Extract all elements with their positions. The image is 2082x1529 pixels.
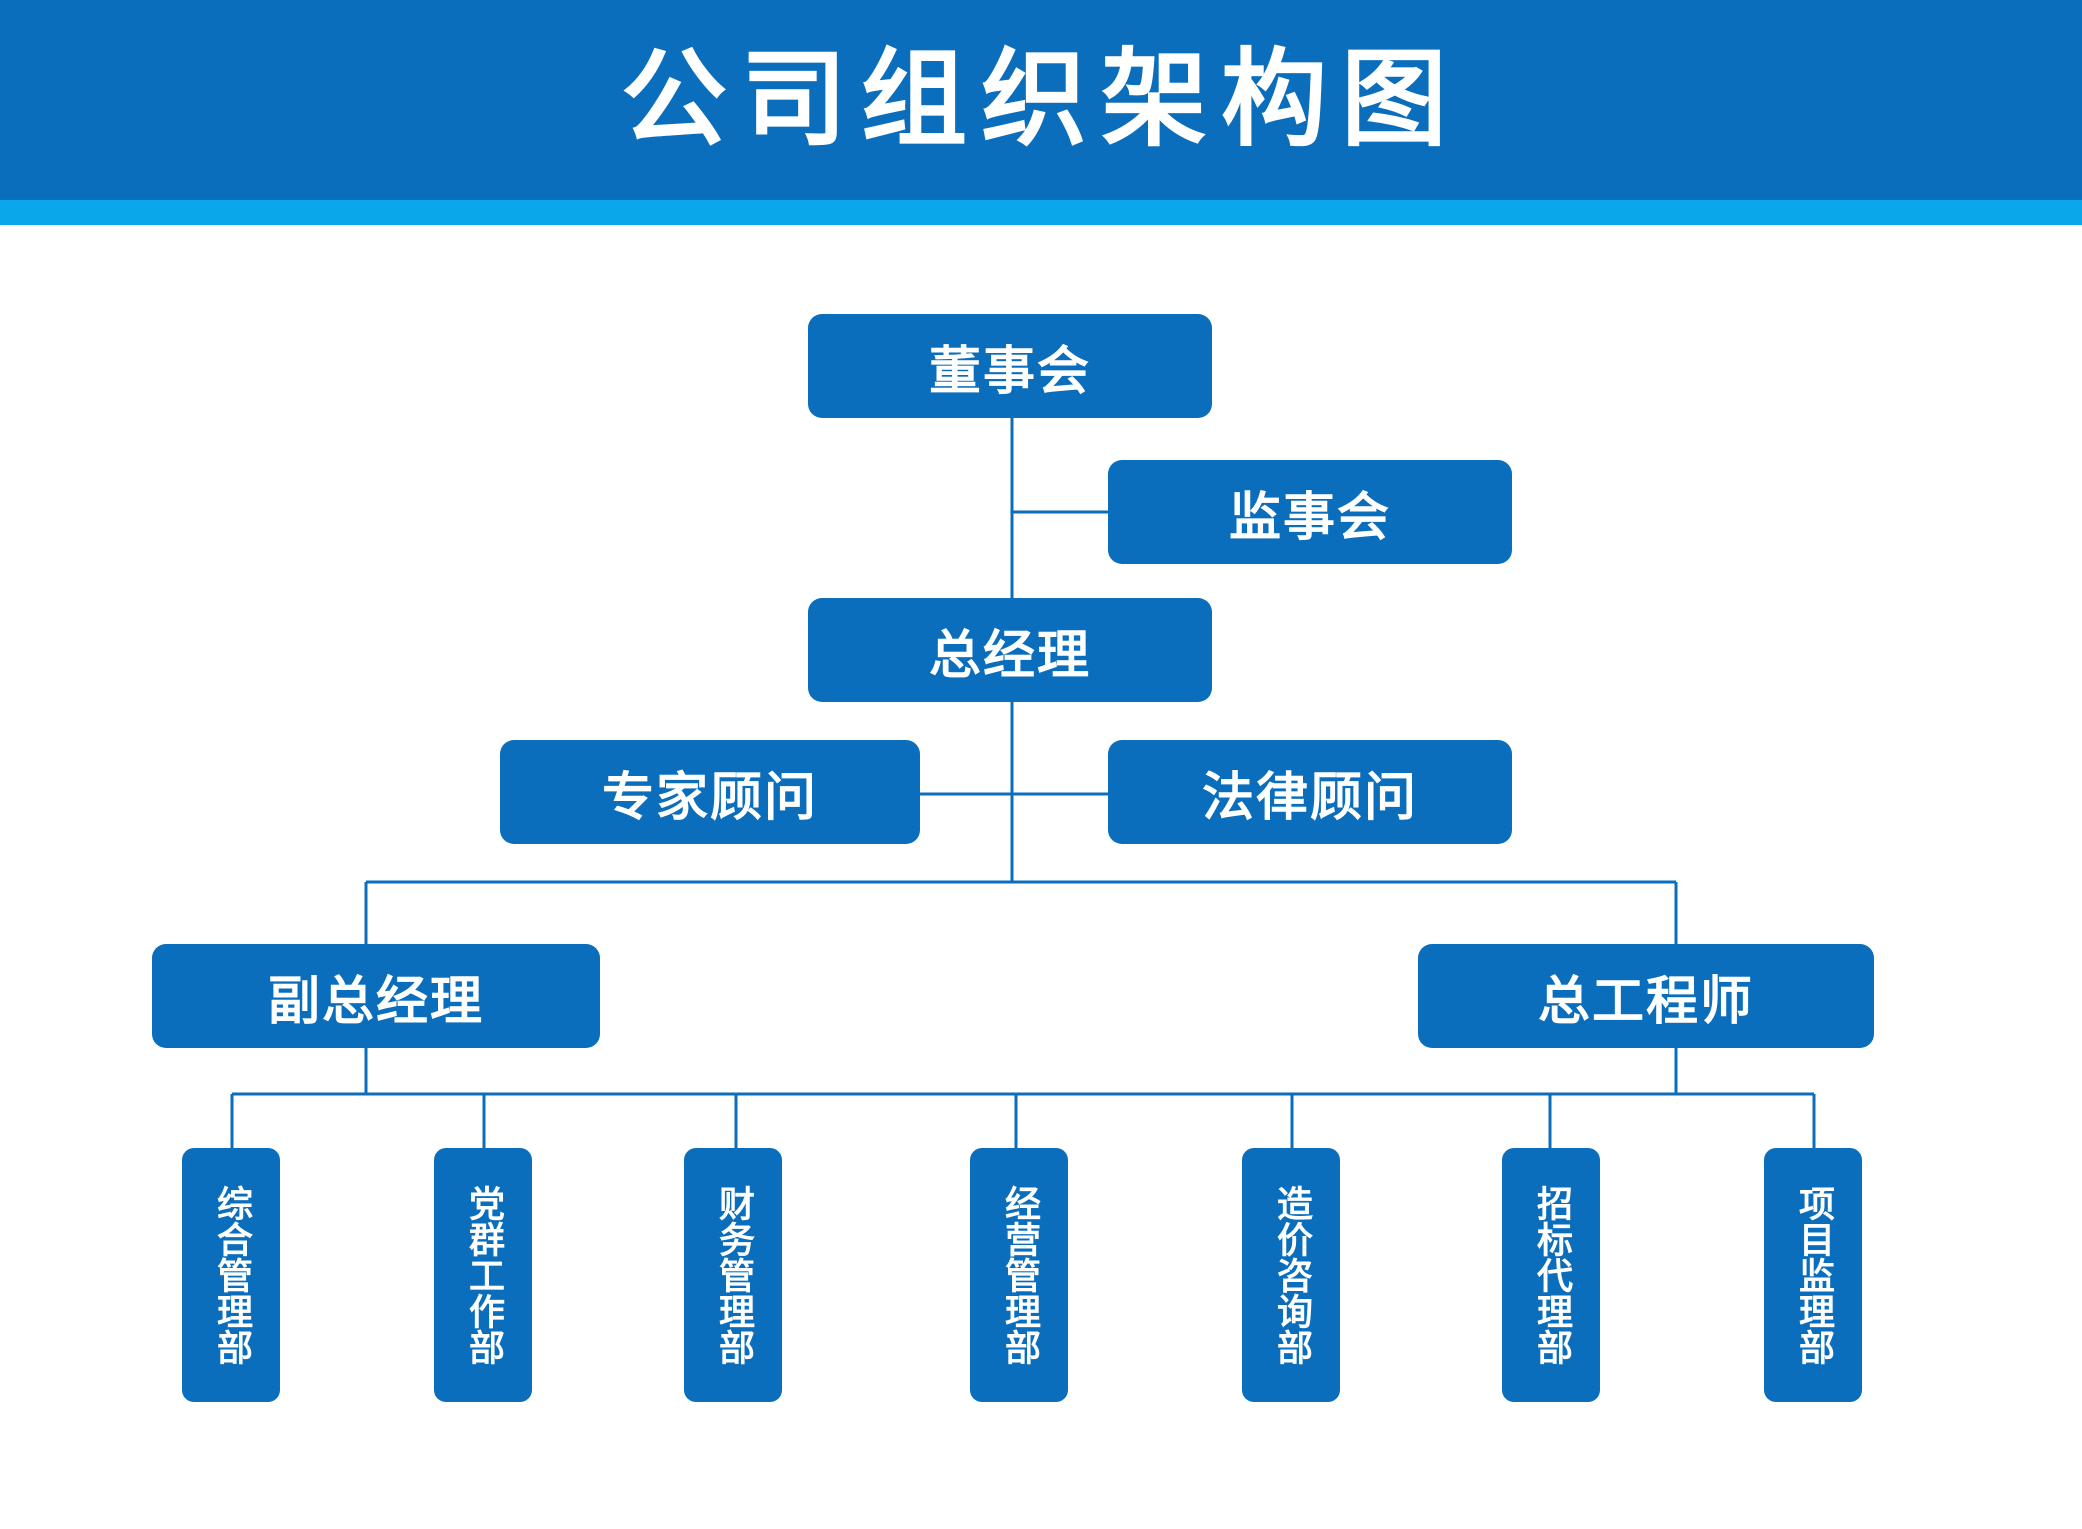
node-expert-advisor: 专家顾问	[500, 740, 920, 844]
header-bar	[0, 0, 2082, 200]
node-chief-engineer: 总工程师	[1418, 944, 1874, 1048]
page-title: 公司组织架构图	[621, 38, 1461, 161]
header-stripe	[0, 200, 2082, 225]
dept-business-management: 经营管理部	[970, 1148, 1068, 1402]
node-deputy-gm: 副总经理	[152, 944, 600, 1048]
dept-cost-consulting: 造价咨询部	[1242, 1148, 1340, 1402]
node-board: 董事会	[808, 314, 1212, 418]
dept-bidding-agency: 招标代理部	[1502, 1148, 1600, 1402]
dept-general-management: 综合管理部	[182, 1148, 280, 1402]
dept-party-affairs: 党群工作部	[434, 1148, 532, 1402]
node-general-manager: 总经理	[808, 598, 1212, 702]
dept-project-supervision: 项目监理部	[1764, 1148, 1862, 1402]
node-legal-advisor: 法律顾问	[1108, 740, 1512, 844]
node-supervisory: 监事会	[1108, 460, 1512, 564]
dept-finance: 财务管理部	[684, 1148, 782, 1402]
